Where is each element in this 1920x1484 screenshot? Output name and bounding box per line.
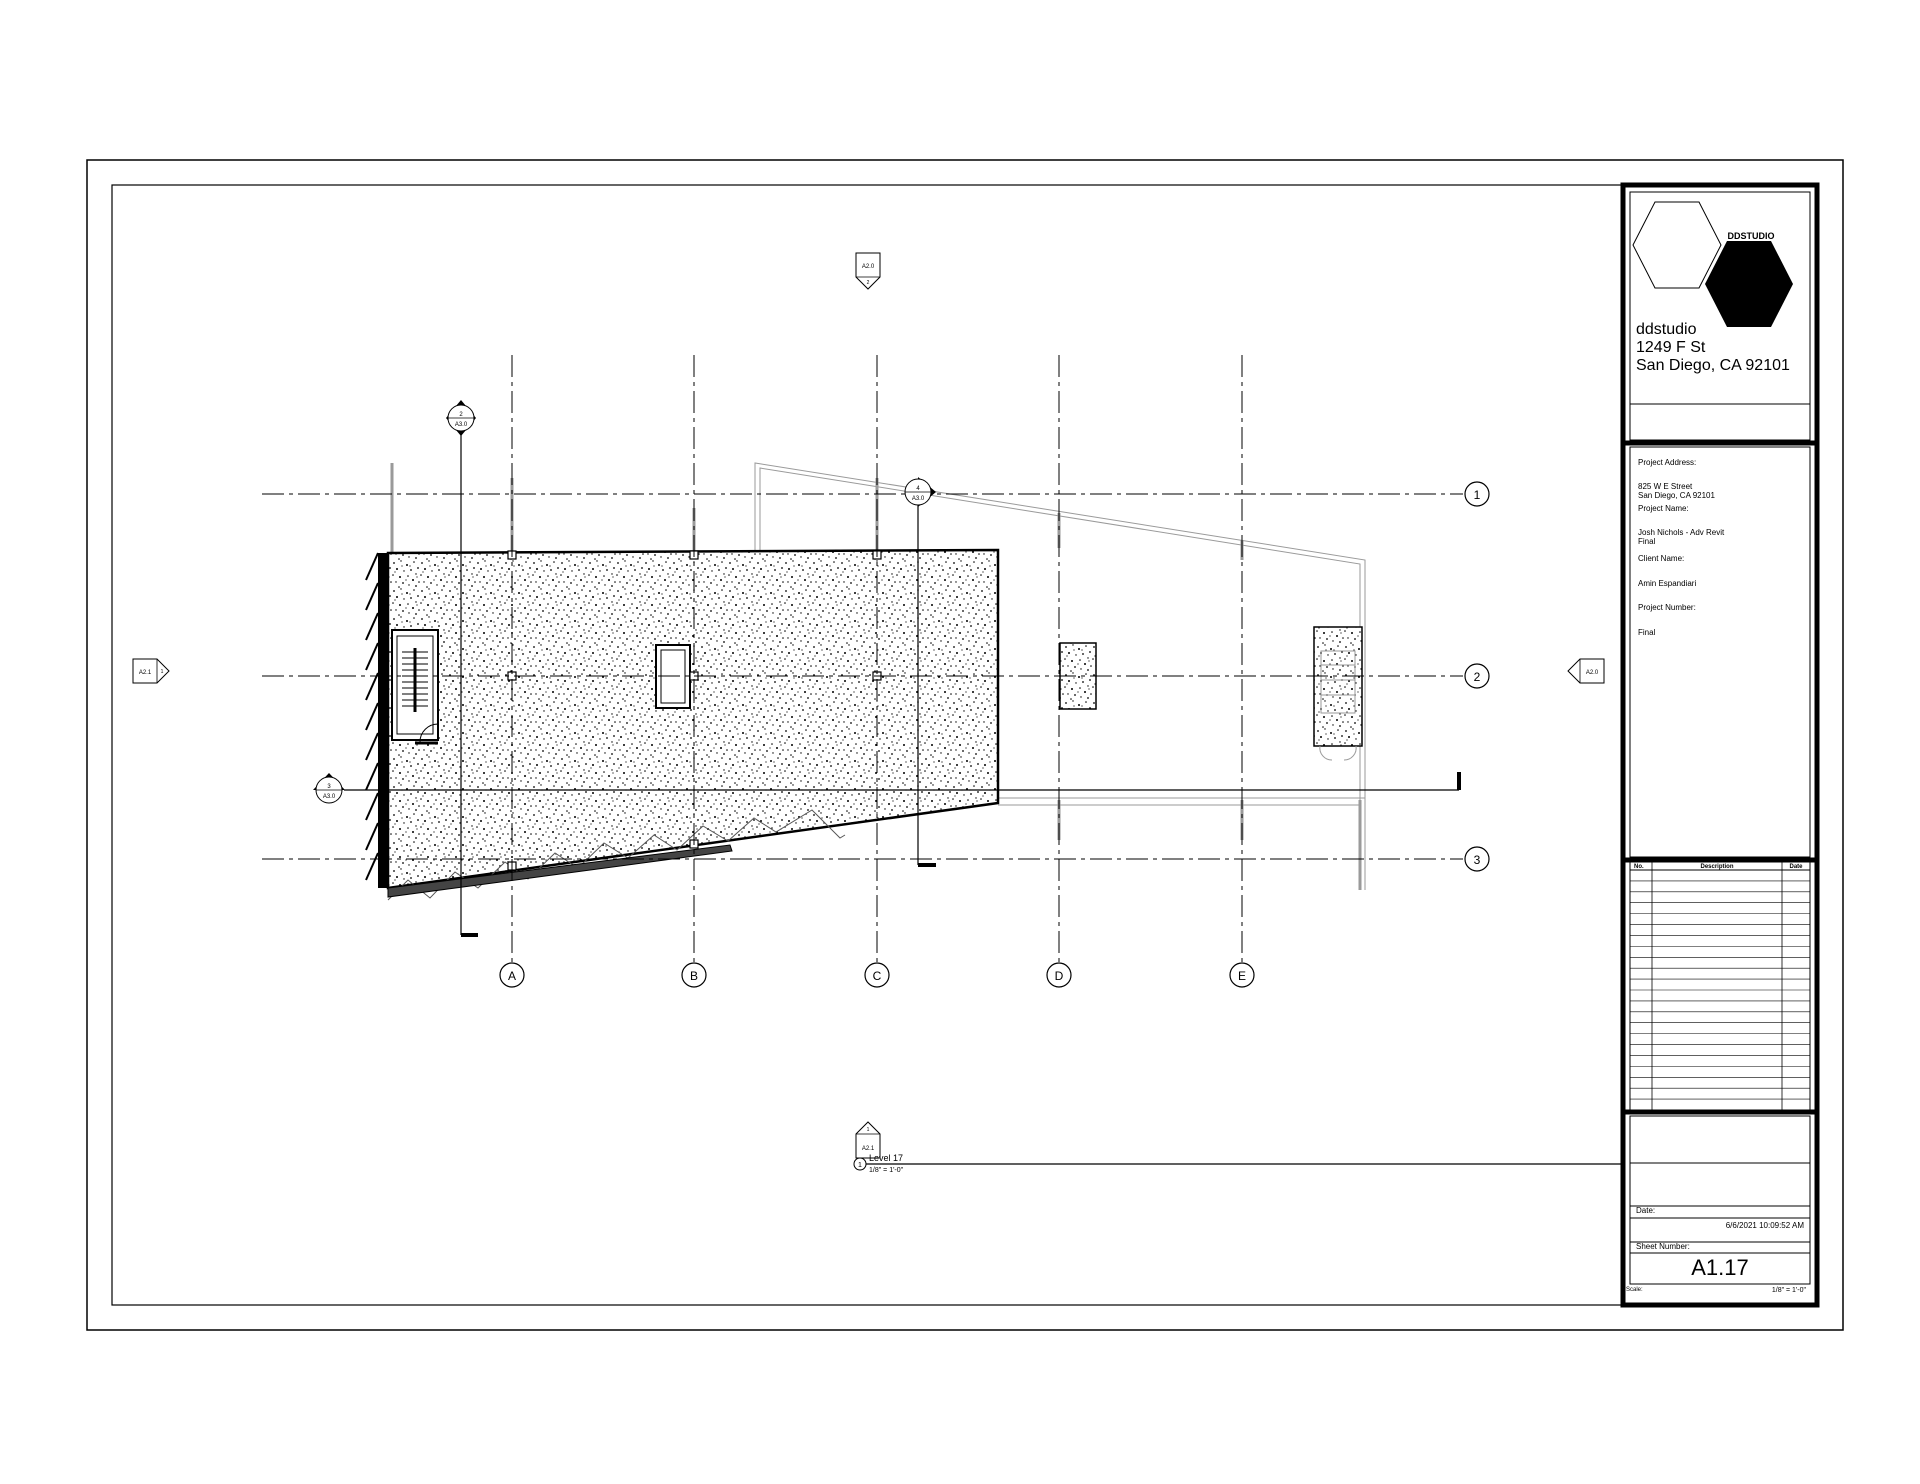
elevation-bottom-num: 1 <box>867 1127 870 1133</box>
project-name-line2: Final <box>1638 537 1656 546</box>
elevation-marker-left: A2.1 1 <box>132 658 170 684</box>
elevation-marker-bottom: 1 A2.1 <box>855 1121 881 1159</box>
section-marker-s4: 4 A3.0 <box>904 477 936 507</box>
grid-bubble-c <box>864 962 890 988</box>
grid-bubble-1 <box>1464 481 1490 507</box>
revision-header-date: Date <box>1789 864 1803 870</box>
section-lines <box>344 428 1461 937</box>
project-name-line1: Josh Nichols - Adv Revit <box>1638 528 1725 537</box>
view-title-text: Level 17 <box>869 1153 903 1163</box>
elevation-top-num: 2 <box>867 280 870 286</box>
title-block <box>1620 182 1820 1308</box>
logo-text: DDSTUDIO <box>1728 231 1775 241</box>
concrete-slab <box>386 548 1000 890</box>
grid-bubbles <box>499 481 1490 988</box>
view-scale-text: 1/8" = 1'-0" <box>869 1167 904 1174</box>
view-title: 1 Level 17 1/8" = 1'-0" <box>853 1153 1623 1174</box>
louver-fins <box>365 552 379 881</box>
stair-core <box>391 629 439 745</box>
grid-bubble-a <box>499 962 525 988</box>
grid-label-e: E <box>1238 969 1246 983</box>
revision-header-description: Description <box>1700 864 1733 870</box>
client-name-value: Amin Espandiari <box>1638 579 1697 588</box>
scale-value: 1/8" = 1'-0" <box>1771 1287 1806 1294</box>
revision-rows <box>1630 880 1810 1100</box>
grid-label-d: D <box>1055 969 1064 983</box>
grid-label-a: A <box>508 969 516 983</box>
west-wall <box>378 553 388 888</box>
firm-name: ddstudio <box>1636 321 1697 338</box>
revision-table: No. Description Date <box>1629 861 1811 1111</box>
elevation-marker-top: A2.0 2 <box>855 252 881 290</box>
south-facade-fins <box>387 809 846 901</box>
sheet-number-label: Sheet Number: <box>1636 1242 1690 1251</box>
firm-address-line1: 1249 F St <box>1636 339 1706 356</box>
firm-address-line2: San Diego, CA 92101 <box>1636 357 1790 374</box>
firm-logo: DDSTUDIO <box>1632 201 1793 327</box>
project-address-label: Project Address: <box>1638 458 1697 467</box>
section-s2-sheet: A3.0 <box>455 422 468 428</box>
section-s2-num: 2 <box>459 412 463 418</box>
grid-bubble-b <box>681 962 707 988</box>
sheet-number: A1.17 <box>1691 1255 1749 1280</box>
section-s4-sheet: A3.0 <box>912 496 925 502</box>
logo-outline-hexagon <box>1632 201 1722 289</box>
elevation-left-num: 1 <box>161 669 164 675</box>
elevation-bottom-sheet: A2.1 <box>862 1146 875 1152</box>
project-address-line2: San Diego, CA 92101 <box>1638 491 1715 500</box>
grid-bubble-3 <box>1464 846 1490 872</box>
scale-label: Scale: <box>1626 1287 1643 1293</box>
section-s3-sheet: A3.0 <box>323 794 336 800</box>
floor-plan: A B C D E 1 2 3 2 A3.0 <box>132 252 1623 1174</box>
grid-bubble-2 <box>1464 663 1490 689</box>
elevation-top-sheet: A2.0 <box>862 264 875 270</box>
grid-label-c: C <box>873 969 882 983</box>
grid-bubble-d <box>1046 962 1072 988</box>
view-number: 1 <box>858 1162 862 1169</box>
client-name-label: Client Name: <box>1638 554 1685 563</box>
elevation-right-sheet: A2.0 <box>1586 670 1599 676</box>
elevation-left-sheet: A2.1 <box>139 670 152 676</box>
project-address-line1: 825 W E Street <box>1638 482 1693 491</box>
grid-label-b: B <box>690 969 698 983</box>
date-label: Date: <box>1636 1206 1656 1215</box>
grid-label-3: 3 <box>1474 853 1481 867</box>
project-number-label: Project Number: <box>1638 603 1696 612</box>
grid-label-2: 2 <box>1474 670 1481 684</box>
grid-label-1: 1 <box>1474 488 1481 502</box>
elevation-marker-right: A2.0 <box>1567 658 1605 684</box>
project-number-value: Final <box>1638 628 1656 637</box>
section-marker-s2: 2 A3.0 <box>446 400 476 436</box>
project-name-label: Project Name: <box>1638 504 1689 513</box>
logo-solid-hexagon <box>1705 241 1793 327</box>
revision-header-no: No. <box>1634 864 1644 870</box>
date-value: 6/6/2021 10:09:52 AM <box>1725 1221 1804 1230</box>
section-s3-num: 3 <box>327 784 331 790</box>
outer-border <box>86 159 1844 1331</box>
grid-lines <box>262 355 1463 962</box>
section-s4-num: 4 <box>916 486 920 492</box>
grid-bubble-e <box>1229 962 1255 988</box>
section-marker-s3: 3 A3.0 <box>313 773 345 804</box>
